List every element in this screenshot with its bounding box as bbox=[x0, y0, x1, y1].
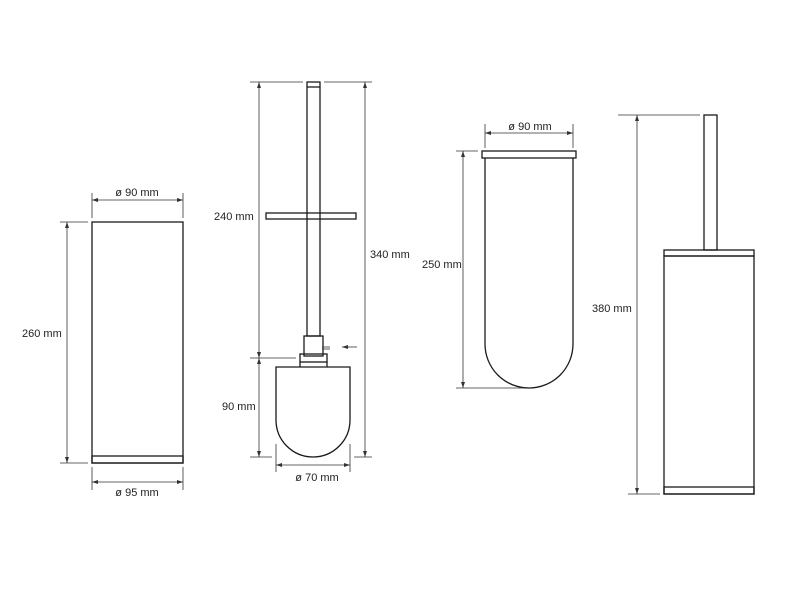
brush-head bbox=[275, 366, 351, 458]
container-base-band bbox=[91, 455, 184, 464]
container-top-diameter-label: ø 90 mm bbox=[115, 187, 158, 199]
brush-total-length-label: 340 mm bbox=[370, 249, 410, 261]
brush-handle bbox=[306, 81, 321, 337]
container-bottom-diameter-label: ø 95 mm bbox=[115, 487, 158, 499]
assembled-base-band bbox=[663, 486, 755, 495]
assembled-handle bbox=[703, 114, 718, 251]
brush-head-height-dimension: 90 mm bbox=[222, 358, 272, 458]
brush-head-diameter-label: ø 70 mm bbox=[295, 472, 338, 484]
assembled-height-dimension: 380 mm bbox=[592, 114, 700, 495]
brush-handle-length-label: 240 mm bbox=[214, 211, 254, 223]
outer-container-view: ø 90 mm 260 mm ø 95 mm bbox=[22, 187, 184, 499]
brush-head-diameter-dimension: ø 70 mm bbox=[275, 444, 351, 484]
brush-total-length-dimension: 340 mm bbox=[324, 81, 410, 458]
brush-connector bbox=[303, 335, 324, 357]
container-height-label: 260 mm bbox=[22, 328, 62, 340]
container-top-diameter-dimension: ø 90 mm bbox=[91, 187, 184, 218]
assembled-lid bbox=[663, 249, 755, 257]
inner-cup-height-dimension: 250 mm bbox=[422, 150, 525, 389]
inner-cup-height-label: 250 mm bbox=[422, 259, 462, 271]
inner-cup-diameter-label: ø 90 mm bbox=[508, 121, 551, 133]
inner-cup-body bbox=[484, 158, 574, 389]
brush-view: 240 mm 90 mm 340 mm ø 70 mm bbox=[214, 81, 410, 484]
container-bottom-diameter-dimension: ø 95 mm bbox=[91, 467, 184, 499]
brush-head-height-label: 90 mm bbox=[222, 401, 256, 413]
container-body bbox=[91, 221, 184, 464]
assembled-body bbox=[663, 255, 755, 495]
container-height-dimension: 260 mm bbox=[22, 221, 88, 464]
connector-pointer bbox=[342, 345, 357, 349]
inner-cup-view: ø 90 mm 250 mm bbox=[422, 121, 577, 389]
brush-lid-plate bbox=[265, 212, 357, 220]
assembled-view: 380 mm bbox=[592, 114, 755, 495]
inner-cup-diameter-dimension: ø 90 mm bbox=[484, 121, 574, 148]
brush-handle-length-dimension: 240 mm bbox=[214, 81, 303, 359]
inner-cup-rim bbox=[481, 150, 577, 159]
assembled-height-label: 380 mm bbox=[592, 303, 632, 315]
